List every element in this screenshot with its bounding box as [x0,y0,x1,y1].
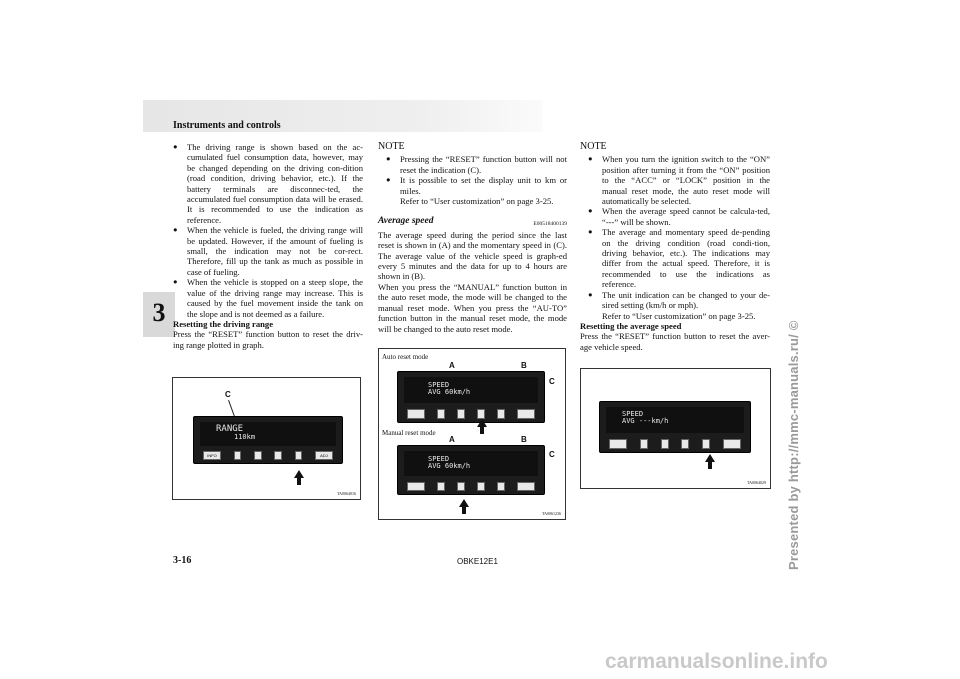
bullet-item: The unit indication can be changed to yo… [588,290,770,311]
function-button[interactable] [477,481,485,492]
bullet-item: When you turn the ignition switch to the… [588,154,770,206]
lcd-display-manual: SPEED AVG 60km/h [397,445,545,495]
note-reference: Refer to “User customization” on page 3-… [400,196,554,207]
reset-button[interactable] [294,451,303,461]
figure-label-b: B [521,361,527,370]
note-title: NOTE [378,141,405,152]
figure-code: TA0061236 [541,511,561,516]
figure-average-speed: Auto reset mode A B C SPEED AVG 60km/h M… [378,348,566,520]
figure-code: TA0064029 [746,480,766,485]
bullet-item: It is possible to set the display unit t… [386,175,567,196]
function-button[interactable] [660,439,669,449]
auto-reset-label: Auto reset mode [382,353,429,361]
bullet-item: The driving range is shown based on the … [173,142,363,225]
function-button[interactable] [640,439,649,449]
function-button[interactable] [457,481,465,492]
manual-reset-label: Manual reset mode [382,429,436,437]
function-button[interactable] [253,451,262,461]
chapter-number: 3 [152,298,166,327]
column-1: The driving range is shown based on the … [173,142,363,350]
side-credit: Presented by http://mmc-manuals.ru/ © [786,320,801,570]
arrow-up-icon [294,470,304,478]
body-text: Press the “RESET” function button to res… [580,331,770,352]
subheading: Resetting the driving range [173,318,274,329]
body-text: Press the “RESET” function button to res… [173,329,363,350]
function-button[interactable] [437,481,445,492]
lcd-display: RANGE 110km INFO ADJ [193,416,343,464]
adj-button[interactable] [517,409,536,419]
figure-driving-range: C RANGE 110km INFO ADJ TA0064016 [172,377,361,500]
body-text: When you press the “MANUAL” function but… [378,281,567,334]
bullet-item: When the average speed cannot be calcula… [588,206,770,227]
subheading: Resetting the average speed [580,320,682,331]
arrow-up-icon [477,419,487,427]
function-button[interactable] [477,409,485,419]
function-button[interactable] [457,409,465,419]
bullet-item: The average and momentary speed de-pendi… [588,227,770,289]
adj-button[interactable] [722,439,741,449]
section-code: E00518400139 [533,221,567,228]
function-button[interactable] [497,481,505,492]
page-header-title: Instruments and controls [173,120,281,131]
adj-button[interactable] [517,481,536,492]
note-title: NOTE [580,141,607,152]
figure-label-c: C [549,450,555,459]
info-button[interactable]: INFO [202,451,222,461]
bullet-item: When the vehicle is stopped on a steep s… [173,277,363,319]
figure-label-b: B [521,435,527,444]
function-button[interactable] [681,439,690,449]
page-number: 3-16 [173,555,192,566]
figure-label-a: A [449,435,455,444]
figure-reset-average-speed: SPEED AVG ---km/h TA0064029 [580,368,771,489]
bullet-item: Pressing the “RESET” function button wil… [386,154,567,175]
document-code: OBKE12E1 [457,557,498,566]
function-button[interactable] [437,409,445,419]
header-band [143,100,543,132]
info-button[interactable] [609,439,628,449]
reset-button[interactable] [701,439,710,449]
arrow-up-icon [459,499,469,507]
function-button[interactable] [274,451,283,461]
column-3: NOTE When you turn the ignition switch t… [580,141,770,352]
figure-label-c: C [225,390,231,399]
figure-label-a: A [449,361,455,370]
watermark: carmanualsonline.info [605,650,828,673]
body-text: The average speed during the period sinc… [378,229,567,282]
function-button[interactable] [497,409,505,419]
info-button[interactable] [406,409,425,419]
figure-label-c: C [549,377,555,386]
column-2: NOTE Pressing the “RESET” function butto… [378,141,567,334]
note-reference: Refer to “User customization” on page 3-… [602,310,756,321]
info-button[interactable] [406,481,425,492]
function-button[interactable] [233,451,242,461]
chapter-tab: 3 [143,292,175,337]
lcd-display-auto: SPEED AVG 60km/h [397,371,545,423]
adj-button[interactable]: ADJ [314,451,334,461]
arrow-up-icon [705,454,715,462]
figure-code: TA0064016 [336,491,356,496]
bullet-item: When the vehicle is fueled, the driving … [173,225,363,277]
lcd-display: SPEED AVG ---km/h [599,401,751,453]
